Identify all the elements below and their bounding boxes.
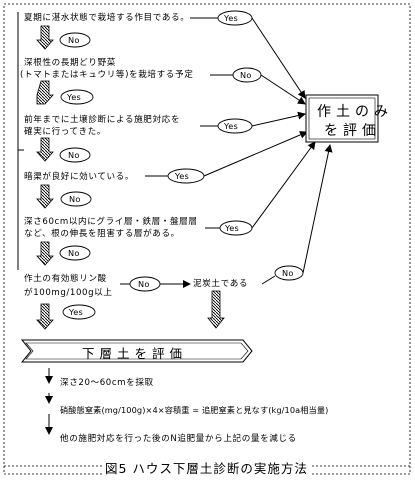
condition-4: 暗渠が良好に効いている。: [24, 172, 135, 182]
condition-3b: 確実に行ってきた。: [24, 127, 107, 137]
label-no-2: No: [240, 70, 252, 80]
condition-5a: 深さ60cm以内にグライ層・鉄層・盤層層: [24, 217, 198, 227]
label-yes-4: Yes: [175, 171, 190, 181]
condition-1: 夏期に湛水状態で栽培する作目である。: [24, 13, 190, 23]
yes-no-badges: [59, 10, 304, 320]
arrows: [17, 12, 333, 288]
label-no-6: No: [138, 279, 150, 289]
result-subsoil-label: 下層土を評価: [82, 346, 188, 361]
condition-3a: 前年までに土壌診断による施肥対応を: [24, 115, 181, 125]
step-3: 他の施肥対応を行った後のN追肥量から上記の量を減じる: [60, 434, 297, 444]
condition-2b: (トマトまたはキュウリ等)を栽培する予定: [20, 70, 194, 80]
result-topsoil-line1: 作土のみ: [317, 104, 393, 120]
label-no-7: No: [282, 268, 294, 278]
label-no-1: No: [68, 35, 80, 45]
result-subsoil-banner: [20, 339, 253, 363]
condition-peat: 泥炭土である: [193, 279, 249, 289]
condition-5b: など、根の伸長を阻害する層がある。: [24, 229, 180, 239]
step-1: 深さ20～60cmを採取: [60, 378, 154, 388]
label-yes-5: Yes: [225, 223, 240, 233]
label-no-4: No: [69, 194, 81, 204]
label-yes-3: Yes: [224, 121, 239, 131]
label-no-5: No: [68, 248, 80, 258]
result-topsoil-box: [305, 94, 379, 143]
condition-6a: 作土の有効態リン酸: [24, 274, 107, 284]
step-2: 硝酸態窒素(mg/100g)×4×容積重 = 追肥窒素と見なす(kg/10a相当…: [60, 405, 329, 415]
down-arrows: [36, 25, 225, 330]
figure-caption: 図5 ハウス下層土診断の実施方法: [102, 458, 311, 477]
label-no-3: No: [68, 150, 80, 160]
result-topsoil-line2: を評価: [324, 123, 381, 139]
label-yes-1: Yes: [224, 13, 239, 23]
condition-6b: が100mg/100g以上: [24, 288, 113, 298]
label-yes-2: Yes: [67, 92, 82, 102]
label-yes-6: Yes: [69, 307, 84, 317]
condition-2a: 深根性の長期どり野菜: [24, 58, 116, 68]
